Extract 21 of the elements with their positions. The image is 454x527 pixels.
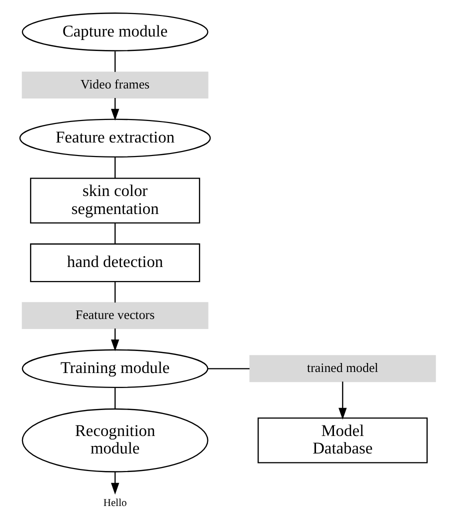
node-box: Model Database <box>257 418 428 464</box>
connector <box>114 282 116 303</box>
node-ellipse: Capture module <box>21 12 208 52</box>
node-text: Hello <box>102 498 126 510</box>
connector <box>114 223 116 244</box>
connector <box>114 51 116 72</box>
node-box: Feature vectors <box>21 302 208 330</box>
node-ellipse: Feature extraction <box>18 118 210 158</box>
connector <box>207 368 250 370</box>
node-box: hand detection <box>30 243 200 282</box>
arrow <box>110 328 119 352</box>
node-box: Video frames <box>21 72 208 99</box>
connector <box>114 388 116 408</box>
node-ellipse: Recognition module <box>21 408 208 472</box>
node-box: skin color segmentation <box>30 178 200 224</box>
arrow <box>110 472 119 495</box>
node-box: trained model <box>248 355 436 382</box>
node-ellipse: Training module <box>21 349 208 388</box>
arrow <box>338 382 346 420</box>
arrow <box>110 98 119 121</box>
connector <box>114 157 116 178</box>
